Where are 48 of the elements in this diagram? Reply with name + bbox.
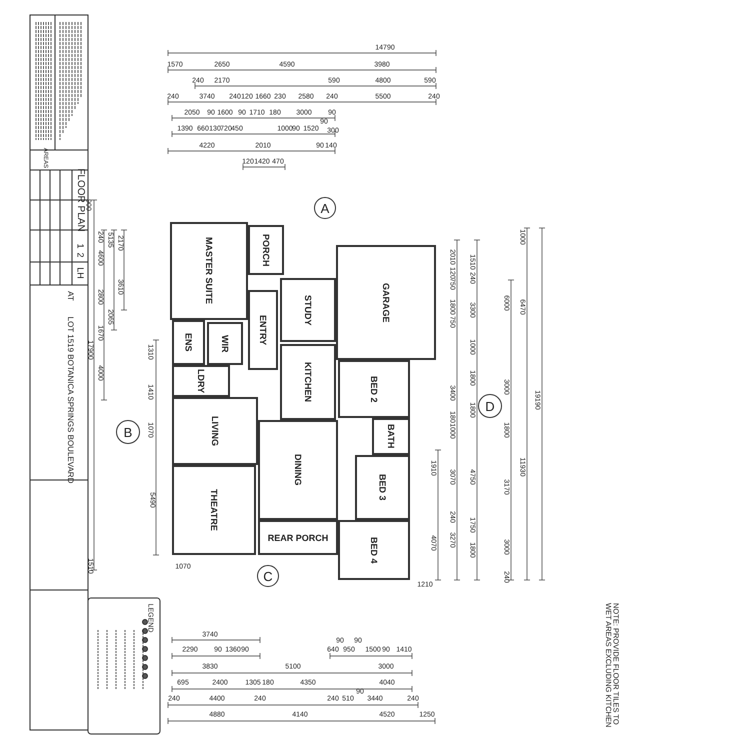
room-outline [172,320,205,365]
room-outline [258,420,338,520]
room-outline [170,222,248,320]
room-name: DINING [293,454,303,486]
grid-bubble [116,420,140,444]
drawing-title: FLOOR PLAN [75,168,85,232]
room-outline [207,322,243,365]
room-outline [338,360,410,418]
room-outline [338,520,410,580]
room-outline [372,418,410,455]
room-name: BED 4 [369,536,379,564]
room-name: BED 2 [369,376,379,402]
room-name: BED 3 [378,474,388,501]
room-name: GARAGE [381,282,391,322]
grid-label: B [124,424,132,440]
grid-label: A [320,200,330,216]
grid-label: D [485,398,495,414]
room-outline [280,278,336,342]
room-outline [172,465,256,555]
room-outline [280,344,336,420]
grid-bubble [478,394,502,418]
room-name: PORCH [261,234,271,266]
sheet-number: 1 [76,244,84,248]
room-outline [248,225,284,275]
room-name: ENTRY [258,314,268,346]
room-name: KITCHEN [303,362,313,402]
room-name: MASTER SUITE [204,237,214,304]
room-outline [355,455,410,520]
room-name: LIVING [210,416,220,446]
room-name: STUDY [303,294,313,326]
sheet-number: 2 [76,252,84,258]
lot-prefix: AT [66,291,74,301]
room-outline [336,245,436,360]
plan-orientation: LH [76,267,84,279]
room-name: THEATRE [209,489,219,531]
room-name: LDRY [196,368,206,394]
room-name: REAR PORCH [268,532,328,542]
grid-bubble [314,197,336,219]
room-name: ENS [184,333,194,352]
grid-label: C [263,568,273,584]
room-name: WIR [220,334,230,352]
room-outline [248,290,278,370]
site-address: LOT 1519 BOTANICA SPRINGS BOULEVARD [66,316,74,484]
grid-bubble [257,565,279,587]
room-outline [172,365,230,397]
room-outline [258,520,338,555]
room-name: BATH [386,424,396,449]
room-outline [172,397,258,465]
